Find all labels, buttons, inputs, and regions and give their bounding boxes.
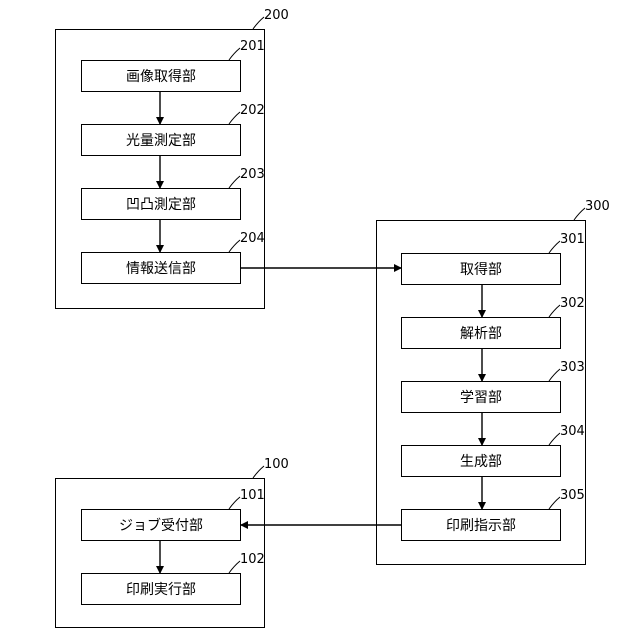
ref-201: 201 bbox=[240, 40, 265, 53]
ref-305: 305 bbox=[560, 489, 585, 502]
leader-101 bbox=[229, 497, 240, 509]
leader-304 bbox=[549, 433, 560, 445]
ref-102: 102 bbox=[240, 553, 265, 566]
leader-100 bbox=[253, 466, 264, 478]
leader-204 bbox=[229, 240, 240, 252]
ref-301: 301 bbox=[560, 233, 585, 246]
leader-303 bbox=[549, 369, 560, 381]
ref-302: 302 bbox=[560, 297, 585, 310]
ref-100: 100 bbox=[264, 458, 289, 471]
ref-101: 101 bbox=[240, 489, 265, 502]
leader-301 bbox=[549, 241, 560, 253]
ref-203: 203 bbox=[240, 168, 265, 181]
leader-102 bbox=[229, 561, 240, 573]
ref-300: 300 bbox=[585, 200, 610, 213]
leader-300 bbox=[574, 208, 585, 220]
ref-304: 304 bbox=[560, 425, 585, 438]
ref-202: 202 bbox=[240, 104, 265, 117]
leader-305 bbox=[549, 497, 560, 509]
leader-201 bbox=[229, 48, 240, 60]
ref-303: 303 bbox=[560, 361, 585, 374]
leader-202 bbox=[229, 112, 240, 124]
leader-302 bbox=[549, 305, 560, 317]
leader-200 bbox=[253, 17, 264, 29]
ref-200: 200 bbox=[264, 9, 289, 22]
leader-203 bbox=[229, 176, 240, 188]
ref-204: 204 bbox=[240, 232, 265, 245]
